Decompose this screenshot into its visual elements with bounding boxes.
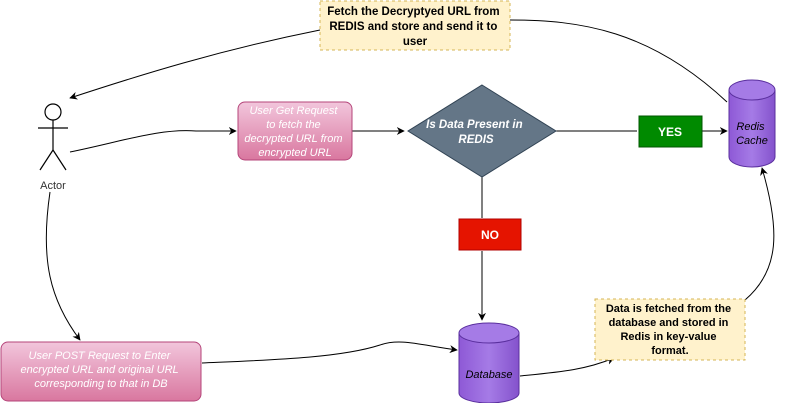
get-request-text: User Get Request to fetch the decrypted … (244, 105, 345, 159)
fetch-note-box (319, 0, 511, 51)
redis-cache-node[interactable]: Redis Cache (728, 79, 776, 168)
edge-store-note-to-redis (744, 167, 775, 301)
yes-box (638, 115, 703, 148)
actor-leg-right (52, 149, 67, 171)
post-request-box (0, 341, 202, 402)
store-note-text: Data is fetched from the database and st… (606, 303, 734, 357)
fetch-note[interactable]: Fetch the Decryptyed URL from REDIS and … (319, 0, 511, 51)
yes-label: YES (638, 115, 703, 148)
edge-redis-to-fetch-note (509, 19, 728, 103)
database-node[interactable]: Database (458, 322, 520, 403)
store-note-box (594, 298, 746, 361)
edge-actor-to-post-request (45, 191, 81, 341)
actor-label: Actor (40, 180, 66, 192)
redis-cylinder-top (728, 79, 776, 101)
database-text: Database (465, 369, 512, 381)
actor-leg-left (39, 149, 54, 171)
edge-post-request-to-database (201, 341, 458, 364)
post-request-node[interactable]: User POST Request to Enter encrypted URL… (0, 341, 202, 402)
yes-text: YES (658, 125, 682, 139)
get-request-node[interactable]: User Get Request to fetch the decrypted … (237, 101, 353, 161)
edge-database-to-store-note (519, 357, 615, 377)
decision-node[interactable]: Is Data Present in REDIS (407, 84, 557, 178)
fetch-note-text: Fetch the Decryptyed URL from REDIS and … (327, 6, 503, 48)
redis-cylinder-body (728, 90, 776, 168)
database-cylinder-top (458, 322, 520, 344)
redis-text: Redis Cache (736, 121, 768, 147)
get-request-box (237, 101, 353, 161)
edge-actor-to-get-request (69, 127, 237, 153)
decision-text: Is Data Present in REDIS (426, 119, 526, 146)
connectors (45, 19, 775, 377)
store-note[interactable]: Data is fetched from the database and st… (594, 298, 746, 361)
actor-head (44, 103, 62, 121)
no-box (458, 218, 522, 251)
no-label: NO (458, 218, 522, 251)
decision-diamond (407, 84, 557, 178)
no-text: NO (481, 228, 499, 242)
post-request-text: User POST Request to Enter encrypted URL… (20, 350, 181, 390)
actor-figure[interactable] (38, 103, 68, 171)
edge-fetch-note-to-actor (69, 29, 321, 100)
